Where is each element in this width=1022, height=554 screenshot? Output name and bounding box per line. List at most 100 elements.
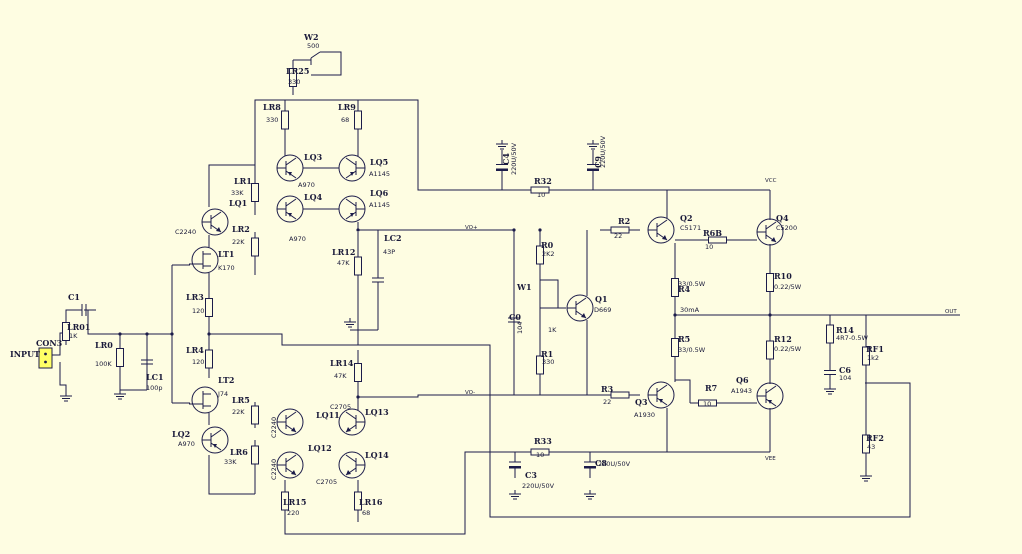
ref-c3-label: C3 xyxy=(525,470,537,480)
jfet-lt2 xyxy=(189,386,219,414)
ref-c8-label: C8 xyxy=(595,458,607,468)
value-w2-label: 500 xyxy=(307,42,319,50)
value-lc1-label: 100p xyxy=(146,384,163,392)
value-q1-label: D669 xyxy=(594,306,611,314)
value-r12-label: 0.22/5W xyxy=(774,345,802,353)
ground-c8 xyxy=(584,490,596,500)
capacitor-c3 xyxy=(509,461,521,469)
value-lr12-label: 47K xyxy=(337,259,350,267)
resistor-lr2 xyxy=(251,237,259,257)
junction-dot xyxy=(356,228,360,232)
transistor-q1 xyxy=(566,294,594,322)
ground-rf2 xyxy=(860,472,872,482)
junction-dot xyxy=(170,332,174,336)
value-lq12-label: C2240 xyxy=(270,459,278,480)
value-lq6-label: A1145 xyxy=(369,201,390,209)
resistor-r4 xyxy=(671,278,679,297)
ref-q2-label: Q2 xyxy=(680,213,693,223)
ref-r2-label: R2 xyxy=(618,216,630,226)
ref-lr1-label: LR1 xyxy=(234,176,252,186)
ref-lq13-label: LQ13 xyxy=(365,407,389,417)
ref-rf2-label: RF2 xyxy=(866,433,884,443)
ref-lr5-label: LR5 xyxy=(232,395,250,405)
connector-pin xyxy=(44,360,47,364)
value-c0-label: 104 xyxy=(516,322,524,334)
transistor-lq5 xyxy=(338,154,366,182)
value-r1-label: 330 xyxy=(542,358,554,366)
value-lr6-label: 33K xyxy=(224,458,237,466)
value-q6-label: A1943 xyxy=(731,387,752,395)
value-lq11-label: C2240 xyxy=(270,417,278,438)
ref-q4-label: Q4 xyxy=(776,213,789,223)
ref-r14-label: R14 xyxy=(836,325,854,335)
transistor-lq13 xyxy=(338,408,366,436)
jfet-lt1 xyxy=(189,246,219,274)
value-lr8-label: 330 xyxy=(266,116,278,124)
resistor-r14 xyxy=(826,324,834,344)
capacitor-c4 xyxy=(496,164,508,171)
value-r0-label: 2K2 xyxy=(542,250,555,258)
ref-lr16-label: LR16 xyxy=(359,497,383,507)
value-lr01-label: 1K xyxy=(69,332,78,340)
transistor-lq1 xyxy=(201,208,229,236)
value-lq2-label: A970 xyxy=(178,440,195,448)
resistor-r1 xyxy=(536,355,544,375)
ref-r1-label: R1 xyxy=(541,349,553,359)
ref-c6-label: C6 xyxy=(839,365,851,375)
value-r32-label: 10 xyxy=(537,191,545,199)
capacitor-c1 xyxy=(81,304,87,316)
capacitor-lc2 xyxy=(372,277,384,283)
ground-c4 xyxy=(496,140,508,150)
transistor-q3 xyxy=(647,381,675,409)
resistor-r10 xyxy=(766,273,774,292)
value-w1-label: 1K xyxy=(548,326,557,334)
value-lr14-label: 47K xyxy=(334,372,347,380)
value-lc2-label: 43P xyxy=(383,248,395,256)
ground-c6 xyxy=(824,385,836,395)
wire xyxy=(675,379,691,403)
ref-c4-label: C4 xyxy=(501,153,511,165)
value-r6b-label: 10 xyxy=(705,243,713,251)
value-lq1-label: C2240 xyxy=(175,228,196,236)
resistor-r0 xyxy=(536,245,544,265)
ref-lr0-label: LR0 xyxy=(95,340,113,350)
capacitor-c6 xyxy=(824,370,836,375)
value-lr1-label: 33K xyxy=(231,189,244,197)
transistor-q4 xyxy=(756,218,784,246)
wire xyxy=(310,51,321,59)
ground-lr0 xyxy=(114,390,126,400)
net-vcc-label: VCC xyxy=(765,178,777,184)
junction-dot xyxy=(512,228,516,232)
ref-r32-label: R32 xyxy=(534,176,552,186)
ref-lr01-label: LR01 xyxy=(67,322,90,332)
ref-lq14-label: LQ14 xyxy=(365,450,389,460)
resistor-lr9 xyxy=(354,110,362,130)
ref-q1-label: Q1 xyxy=(595,294,608,304)
capacitor-lc1 xyxy=(141,359,153,365)
ref-lr4-label: LR4 xyxy=(186,345,204,355)
value-lr5-label: 22K xyxy=(232,408,245,416)
capacitor-c0 xyxy=(508,317,520,323)
junction-dot xyxy=(145,332,149,336)
value-lr25-label: 330 xyxy=(288,78,300,86)
transistor-q6 xyxy=(756,382,784,410)
junction-dot xyxy=(673,313,677,317)
value-q2-label: C5171 xyxy=(680,224,701,232)
net-input-label: INPUT xyxy=(10,349,40,359)
wire xyxy=(358,394,600,398)
net-vo-plus-label: VO+ xyxy=(465,225,478,231)
resistor-lr5 xyxy=(251,405,259,425)
resistor-r7 xyxy=(698,399,717,407)
input-connector xyxy=(38,347,53,369)
transistor-lq14 xyxy=(338,451,366,479)
wire xyxy=(284,451,770,535)
labels: INPUTCON3C1LR011KLR0100KLC1100pLT1K170LT… xyxy=(10,32,957,517)
resistor-lr25 xyxy=(289,68,297,87)
value-c8-label: 220U/50V xyxy=(598,460,631,468)
value-lr0-label: 100K xyxy=(95,360,112,368)
ref-lc2-label: LC2 xyxy=(384,233,402,243)
junction-dot xyxy=(768,313,772,317)
ref-lr3-label: LR3 xyxy=(186,292,204,302)
ref-lt2-label: LT2 xyxy=(218,375,235,385)
net-vo-minus-label: VO- xyxy=(465,390,475,396)
